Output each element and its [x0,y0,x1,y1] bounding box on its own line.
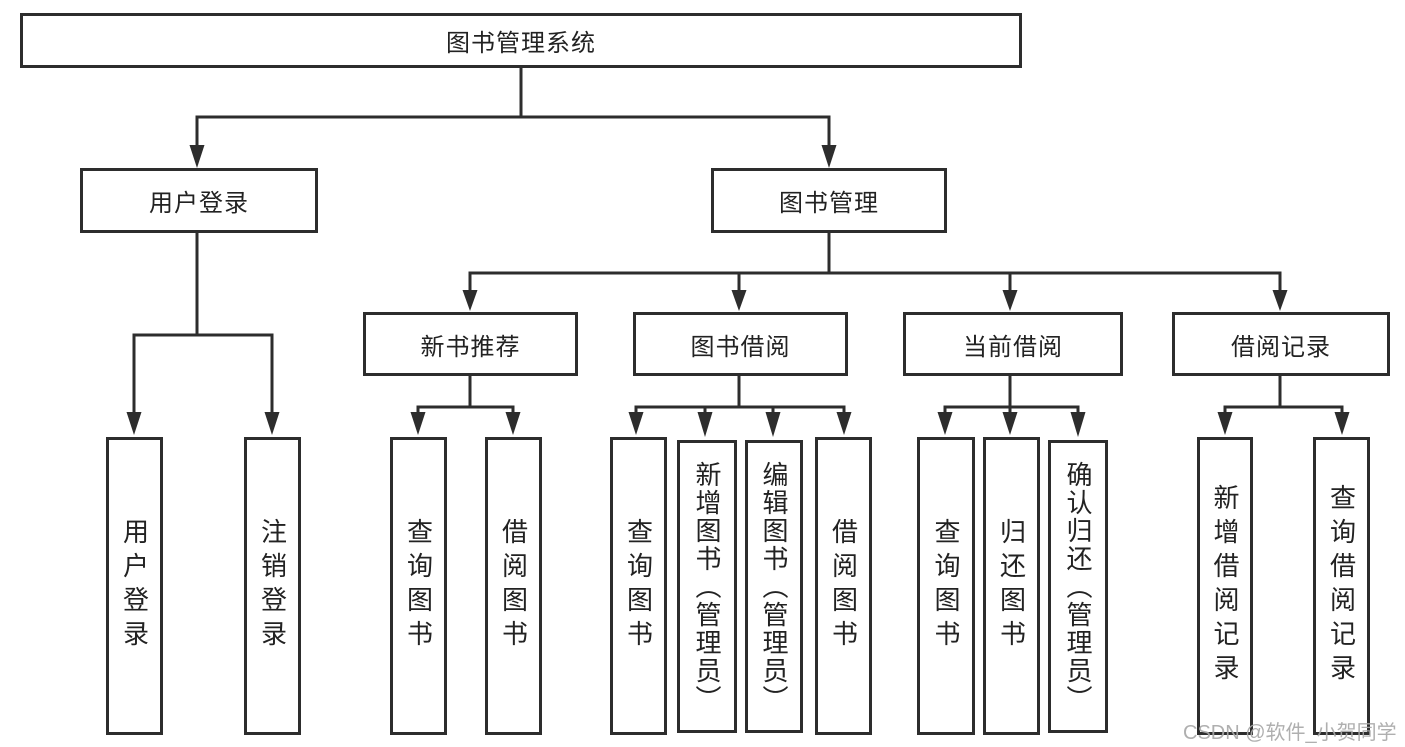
leaf-user-login-label: 用户登录 [119,518,150,654]
node-new-book-recommend-label: 新书推荐 [420,333,521,361]
node-book-management-label: 图书管理 [779,190,879,217]
leaf-logout-label: 注销登录 [257,518,288,654]
node-current-borrowing-label: 当前借阅 [963,333,1063,361]
leaf-confirm-return-admin: 确认归还（管理员） [1048,440,1108,733]
node-root-label: 图书管理系统 [446,30,596,57]
leaf-borrow-books-label: 借阅图书 [828,518,859,654]
leaf-add-borrow-record: 新增借阅记录 [1197,437,1253,735]
node-borrow-records: 借阅记录 [1172,312,1390,376]
leaf-logout: 注销登录 [244,437,301,735]
leaf-query-books-borrow-label: 查询图书 [623,518,654,654]
node-user-login: 用户登录 [80,168,318,233]
leaf-borrow-books-recommend: 借阅图书 [485,437,542,735]
leaf-borrow-books-recommend-label: 借阅图书 [498,518,529,654]
leaf-edit-book-admin-label: 编辑图书（管理员） [759,460,789,713]
leaf-query-books-current: 查询图书 [917,437,975,735]
leaf-return-book-label: 归还图书 [996,518,1027,654]
leaf-add-borrow-record-label: 新增借阅记录 [1210,484,1240,688]
leaf-query-borrow-record-label: 查询借阅记录 [1326,484,1357,688]
leaf-borrow-books: 借阅图书 [815,437,872,735]
node-current-borrowing: 当前借阅 [903,312,1123,376]
node-book-borrowing: 图书借阅 [633,312,848,376]
leaf-return-book: 归还图书 [983,437,1040,735]
leaf-user-login: 用户登录 [106,437,163,735]
node-borrow-records-label: 借阅记录 [1231,333,1331,361]
node-root: 图书管理系统 [20,13,1022,68]
leaf-edit-book-admin: 编辑图书（管理员） [745,440,803,733]
leaf-query-books-current-label: 查询图书 [931,518,961,654]
node-book-management: 图书管理 [711,168,947,233]
leaf-query-books-recommend-label: 查询图书 [403,518,434,654]
leaf-confirm-return-admin-label: 确认归还（管理员） [1063,460,1093,713]
leaf-query-borrow-record: 查询借阅记录 [1313,437,1370,735]
node-user-login-label: 用户登录 [149,190,249,217]
csdn-watermark: CSDN @软件_小贺同学 [1183,722,1397,744]
node-new-book-recommend: 新书推荐 [363,312,578,376]
leaf-query-books-borrow: 查询图书 [610,437,667,735]
leaf-add-book-admin: 新增图书（管理员） [677,440,737,733]
leaf-query-books-recommend: 查询图书 [390,437,447,735]
node-book-borrowing-label: 图书借阅 [690,333,791,361]
leaf-add-book-admin-label: 新增图书（管理员） [692,460,722,713]
